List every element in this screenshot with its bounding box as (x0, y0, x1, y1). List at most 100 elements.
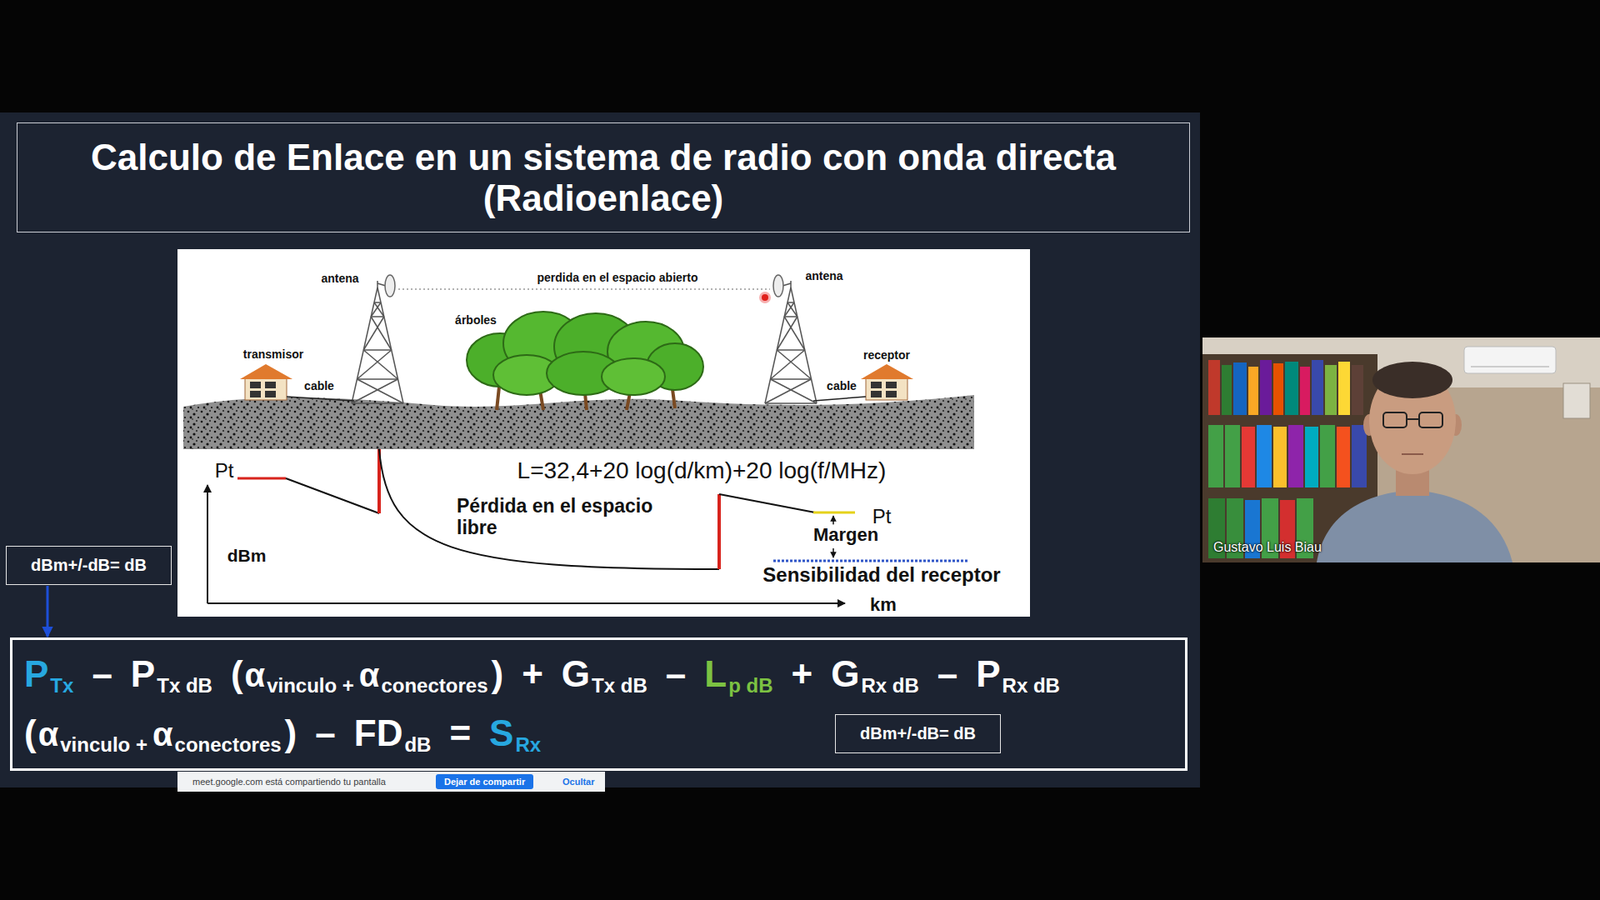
house-window (250, 390, 261, 398)
stop-share-button: Dejar de compartir (435, 774, 534, 790)
formula-term: + (790, 653, 813, 696)
house-roof (860, 364, 914, 380)
sensitivity-line (773, 560, 968, 563)
cable-loss-line (285, 478, 380, 514)
air-conditioner-vent (1470, 365, 1550, 368)
axis-dbm (206, 485, 209, 604)
transmitter-label: transmisor (241, 347, 305, 361)
unit-box: dBm+/-dB= dB (5, 545, 172, 585)
book (1248, 366, 1259, 415)
person-mouth (1401, 453, 1424, 455)
binder (1336, 426, 1350, 488)
axis-km (207, 602, 845, 605)
cable-label: cable (302, 379, 336, 393)
cable-label: cable (825, 379, 859, 393)
formula-term: Rx (515, 733, 541, 757)
ground-texture (183, 395, 975, 450)
button-label: Dejar de compartir (444, 776, 525, 787)
receiver-house (860, 364, 914, 400)
formula-term: G (561, 653, 590, 696)
webcam-wall (1202, 337, 1600, 563)
margin-label: Margen (811, 524, 880, 545)
formula-term: L (704, 653, 727, 696)
unit-box: dBm+/-dB= dB (835, 714, 1001, 754)
formula-term: P (130, 653, 155, 696)
antenna-label: antena (319, 271, 360, 285)
formula-term: = (449, 712, 471, 755)
tx-power-level (237, 477, 286, 480)
book (1260, 360, 1272, 415)
formula-term: conectores (175, 733, 282, 757)
hide-link: Ocultar (562, 775, 595, 788)
margin-arrow (832, 548, 835, 558)
formula-term: FD (354, 712, 404, 755)
loss-label: Pérdida en el espacio libre (455, 495, 692, 540)
formula-term: ( (230, 653, 244, 696)
house-window (885, 390, 897, 398)
person-hair (1372, 361, 1453, 399)
formula-term: p dB (728, 674, 773, 698)
webcam-tile (1202, 337, 1600, 563)
formula-term: Rx dB (860, 674, 919, 698)
share-bar: Dejar de compartir meet.google.com está c… (177, 771, 605, 792)
power-label: Pt (213, 459, 236, 483)
pointer-glow (759, 291, 771, 304)
binder (1320, 425, 1335, 488)
formula-term: P (975, 653, 1000, 696)
book (1351, 365, 1364, 415)
glasses (1406, 418, 1420, 420)
tree-crown (601, 358, 665, 395)
loss-formula: L=32,4+20 log(d/km)+20 log(f/MHz) (515, 457, 889, 485)
formula-term: Tx dB (156, 674, 213, 698)
transmitter-house (240, 364, 293, 400)
share-notice: meet.google.com está compartiendo tu pan… (192, 775, 386, 788)
glasses (1419, 412, 1443, 428)
air-conditioner (1464, 346, 1556, 374)
house-window (885, 381, 897, 389)
formula-term: ( (24, 712, 37, 755)
formula-term: – (315, 712, 335, 755)
house-wall (865, 378, 908, 400)
participant-name: Gustavo Luis Biau (1213, 540, 1322, 555)
house-window (265, 381, 276, 389)
laser-pointer (761, 294, 769, 301)
book (1285, 361, 1299, 415)
formula-term: vinculo + (60, 733, 148, 757)
house-roof (240, 364, 293, 380)
formula-term: α (152, 715, 174, 754)
cable-line (813, 396, 866, 401)
cable-loss-line (719, 494, 815, 513)
trees-label: árboles (453, 313, 499, 327)
book (1273, 363, 1284, 415)
book (1233, 362, 1247, 415)
formula-term: Tx (50, 674, 74, 698)
binder (1208, 425, 1224, 488)
book (1325, 365, 1337, 415)
formula-term: – (937, 653, 958, 696)
binder (1256, 425, 1272, 488)
cable-line (286, 396, 355, 401)
house-window (870, 390, 882, 398)
formula-term: – (665, 653, 686, 696)
receiver-label: receptor (861, 348, 912, 362)
trees (466, 311, 704, 410)
formula-term: ) (491, 653, 505, 696)
binder (1241, 426, 1255, 488)
illustration-panel (177, 249, 1030, 617)
slide-title: Calculo de Enlace en un sistema de radio… (30, 136, 1176, 220)
book (1338, 361, 1350, 415)
binder (1225, 425, 1240, 488)
binder (1351, 425, 1367, 488)
binder (1273, 426, 1287, 488)
book (1221, 365, 1232, 415)
formula-term: α (38, 715, 60, 754)
path-label: perdida en el espacio abierto (535, 270, 700, 285)
formula-term: ) (285, 712, 298, 755)
formula-term: dB (404, 733, 431, 757)
formula-term: P (24, 653, 49, 696)
house-window (265, 390, 276, 398)
tower-symbol (351, 280, 404, 404)
